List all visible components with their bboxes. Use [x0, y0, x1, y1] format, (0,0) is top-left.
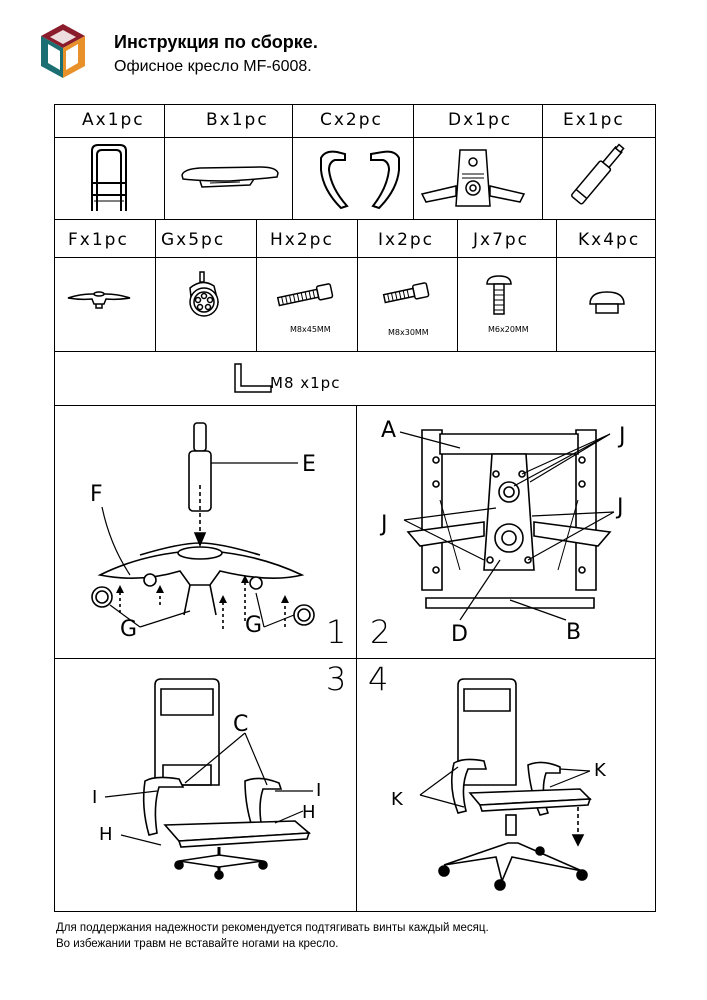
bolt-icon	[274, 283, 336, 308]
hex-key-icon	[233, 362, 273, 398]
callout-a: A	[381, 418, 397, 443]
spec-j: M6x20MM	[488, 325, 529, 334]
divider	[164, 104, 165, 219]
callout-c: C	[233, 712, 249, 737]
bolt-icon	[380, 282, 432, 306]
step-number-4: 4	[368, 660, 389, 698]
callout-d: D	[451, 622, 468, 647]
callout-g: G	[120, 617, 138, 642]
callout-j: J	[619, 424, 626, 449]
screw-icon	[484, 274, 514, 318]
divider	[54, 137, 656, 138]
part-label-b: Bx1pc	[206, 110, 269, 130]
divider	[556, 219, 557, 351]
step-number-1: 1	[326, 613, 347, 651]
callout-b: B	[566, 620, 582, 645]
part-label-e: Ex1pc	[563, 110, 625, 130]
callout-k: K	[594, 760, 606, 781]
divider	[256, 219, 257, 351]
part-label-h: Hx2pc	[270, 230, 334, 250]
part-label-c: Cx2pc	[320, 110, 383, 130]
divider	[413, 104, 414, 219]
step-1-diagram	[80, 415, 350, 645]
cap-icon	[588, 290, 626, 316]
divider	[54, 351, 656, 352]
base-icon	[66, 286, 132, 310]
callout-e: E	[302, 452, 316, 477]
armrest-icon	[315, 148, 405, 210]
step-2-diagram	[399, 420, 620, 621]
part-label-k: Kx4pc	[578, 230, 641, 250]
seat-icon	[180, 163, 280, 193]
footer-note-safety: Во избежании травм не вставайте ногами н…	[56, 938, 339, 950]
callout-j: J	[617, 495, 624, 520]
part-label-d: Dx1pc	[448, 110, 513, 130]
mechanism-icon	[418, 148, 528, 212]
divider	[54, 257, 656, 258]
divider	[54, 658, 656, 659]
divider	[356, 405, 357, 912]
part-label-a: Ax1pc	[82, 110, 145, 130]
step-4-diagram	[400, 675, 610, 895]
divider	[357, 219, 358, 351]
callout-i: I	[316, 780, 322, 801]
divider	[54, 219, 656, 220]
step-3-diagram	[95, 675, 335, 890]
frame-icon	[84, 143, 134, 213]
callout-j: J	[381, 512, 388, 537]
footer-note-maintenance: Для поддержания надежности рекомендуется…	[56, 922, 489, 934]
callout-g: G	[245, 613, 263, 638]
caster-icon	[184, 271, 224, 322]
spec-i: M8x30MM	[388, 328, 429, 337]
callout-i: I	[92, 787, 98, 808]
instruction-frame	[54, 104, 656, 912]
divider	[292, 104, 293, 219]
part-label-f: Fx1pc	[68, 230, 129, 250]
spec-h: M8x45MM	[290, 325, 331, 334]
step-number-2: 2	[370, 613, 391, 651]
part-label-g: Gx5pc	[161, 230, 226, 250]
callout-k: K	[391, 789, 403, 810]
callout-h: H	[302, 802, 316, 823]
gas-lift-icon	[562, 142, 632, 212]
hex-key-label: M8 x1pc	[270, 374, 341, 392]
part-label-i: Ix2pc	[378, 230, 435, 250]
divider	[542, 104, 543, 219]
divider	[457, 219, 458, 351]
part-label-j: Jx7pc	[473, 230, 530, 250]
divider	[155, 219, 156, 351]
callout-h: H	[99, 824, 113, 845]
document-title: Инструкция по сборке.	[114, 32, 318, 52]
brand-logo-icon	[38, 22, 88, 80]
document-subtitle: Офисное кресло MF-6008.	[114, 58, 312, 75]
step-number-3: 3	[326, 660, 347, 698]
callout-f: F	[90, 482, 103, 507]
divider	[54, 405, 656, 406]
